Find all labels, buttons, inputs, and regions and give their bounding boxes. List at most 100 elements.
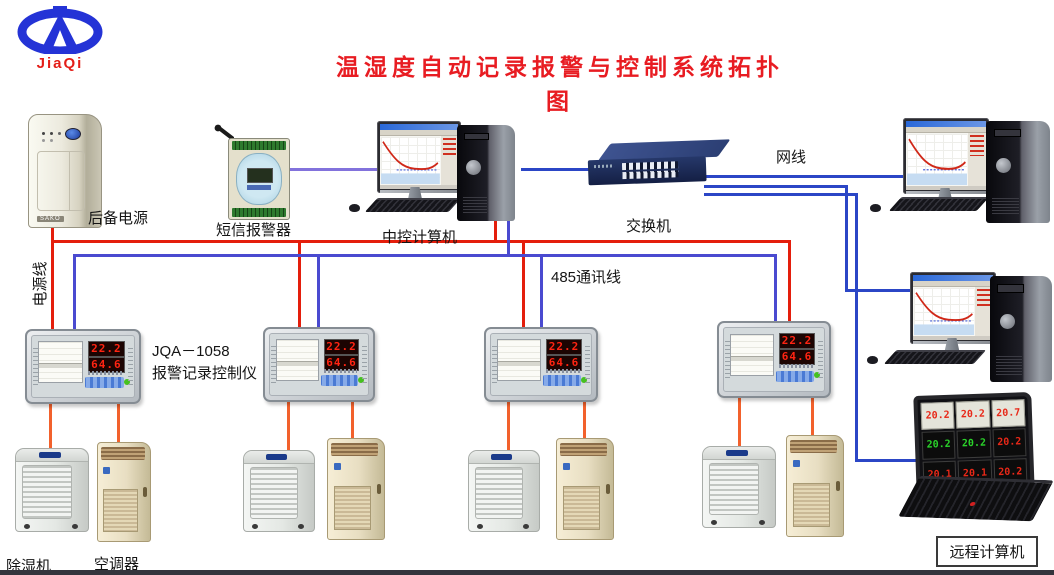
mouse	[867, 356, 878, 364]
trend-chart	[381, 137, 440, 184]
ac-grille	[562, 486, 601, 530]
device-air-conditioner-3	[556, 438, 614, 540]
mouse	[349, 204, 360, 212]
mouse	[870, 204, 881, 212]
wire-net-switch-to-pc3-h2	[845, 289, 912, 292]
wire-485-recorder1	[73, 254, 76, 331]
recorder-paper-chart	[497, 339, 541, 381]
pc-tower	[990, 276, 1052, 382]
dehumidifier-louvers	[250, 467, 299, 519]
recorder-buttons	[85, 377, 124, 389]
pc-tower	[986, 121, 1050, 223]
wire-ctl-recorder1-ac	[117, 398, 120, 445]
sms-lcd-display	[246, 168, 274, 183]
device-switch	[587, 139, 731, 191]
wire-ctl-recorder4-dehumidifier	[738, 393, 741, 448]
ac-logo	[103, 467, 111, 474]
monitor	[903, 118, 989, 194]
chart-window-titlebar	[380, 124, 458, 130]
wire-net-pc-to-switch	[521, 168, 601, 171]
wire-net-switch-to-laptop-h	[704, 193, 858, 196]
recorder-paper-chart	[38, 341, 83, 383]
chart-toolbar	[913, 281, 993, 287]
device-recorder-4: 22.2 64.6	[717, 321, 831, 398]
ups-led-indicators	[42, 132, 45, 135]
keyboard	[883, 350, 987, 364]
temperature-display: 22.2	[88, 340, 125, 357]
keyboard	[364, 198, 462, 212]
device-dehumidifier-2	[243, 450, 315, 532]
tower-badge	[466, 159, 482, 175]
label-ups: 后备电源	[88, 210, 149, 227]
ups-front-panel	[37, 151, 85, 211]
pc-tower	[457, 125, 515, 221]
page-title: 温湿度自动记录报警与控制系统拓扑图	[336, 54, 784, 114]
sms-terminal-top	[232, 141, 286, 150]
chart-side-panel	[975, 287, 993, 336]
ups-power-button	[65, 128, 81, 140]
ac-air-vent	[790, 440, 838, 453]
wire-power-bus	[51, 240, 791, 243]
recorder-buttons	[320, 375, 359, 387]
label-switch: 交换机	[626, 218, 672, 235]
wire-485-recorder2	[317, 254, 320, 328]
wire-485-recorder3	[540, 254, 543, 328]
monitor	[910, 272, 996, 344]
wire-net-switch-to-pc2	[704, 175, 906, 178]
wire-485-recorder4	[774, 254, 777, 323]
recorder-buttons	[543, 375, 581, 387]
wire-ctl-recorder3-dehumidifier	[507, 396, 510, 452]
trend-chart	[907, 134, 968, 185]
device-recorder-2: 22.2 64.6	[263, 327, 375, 402]
device-dehumidifier-1	[15, 448, 89, 532]
wire-power-recorder3	[522, 240, 525, 328]
label-recorder-name: 报警记录控制仪	[152, 365, 258, 382]
recorder-power-led	[581, 376, 587, 383]
reading-cell: 20.2	[956, 429, 992, 459]
wire-power-ups	[51, 222, 54, 330]
humidity-display: 64.6	[546, 354, 582, 371]
device-laptop: 20.2 20.2 20.7 20.2 20.2 20.2 20.1 20.1 …	[898, 390, 1054, 525]
switch-front-face	[587, 156, 707, 186]
temperature-display: 22.2	[323, 338, 360, 355]
recorder-paper-chart	[275, 339, 320, 381]
wire-ctl-recorder2-dehumidifier	[287, 396, 290, 452]
humidity-display: 64.6	[88, 356, 125, 373]
wire-net-switch-to-pc3-v	[845, 185, 848, 292]
sms-front-panel	[236, 153, 282, 205]
switch-ports-row2	[622, 170, 679, 180]
ups-brand-text: SAKO	[37, 216, 64, 222]
ac-air-vent	[331, 443, 379, 456]
laptop-keyboard	[898, 475, 1054, 522]
chart-side-panel	[440, 136, 458, 185]
device-air-conditioner-4	[786, 435, 844, 537]
ac-grille	[333, 486, 372, 530]
device-sms-alarm	[212, 124, 296, 220]
device-air-conditioner-2	[327, 438, 385, 540]
chart-window-titlebar	[906, 121, 986, 127]
label-remote-computer: 远程计算机	[936, 536, 1038, 567]
wire-net-switch-to-pc3-h	[704, 185, 848, 188]
sms-terminal-bottom	[232, 208, 286, 217]
wire-power-central-pc	[494, 219, 497, 242]
dehumidifier-louvers	[22, 465, 72, 519]
monitor	[377, 121, 461, 193]
reading-cell: 20.7	[991, 399, 1026, 428]
device-central-computer	[345, 116, 523, 230]
wire-485-bus	[73, 254, 777, 257]
sms-alarm-body	[228, 138, 290, 220]
recorder-power-led	[358, 376, 365, 383]
wire-ctl-recorder4-ac	[811, 393, 814, 437]
dehumidifier-display	[39, 452, 61, 458]
tower-badge	[999, 314, 1015, 330]
ac-logo	[333, 463, 341, 470]
device-dehumidifier-3	[468, 450, 540, 532]
wire-sms-to-pc	[272, 168, 380, 171]
ac-grille	[103, 488, 139, 532]
wire-485-central-pc	[507, 219, 510, 255]
wire-ctl-recorder3-ac	[583, 396, 586, 440]
reading-cell: 20.2	[921, 430, 956, 460]
label-air-conditioner: 空调器	[94, 556, 140, 573]
device-computer-3	[862, 266, 1054, 388]
